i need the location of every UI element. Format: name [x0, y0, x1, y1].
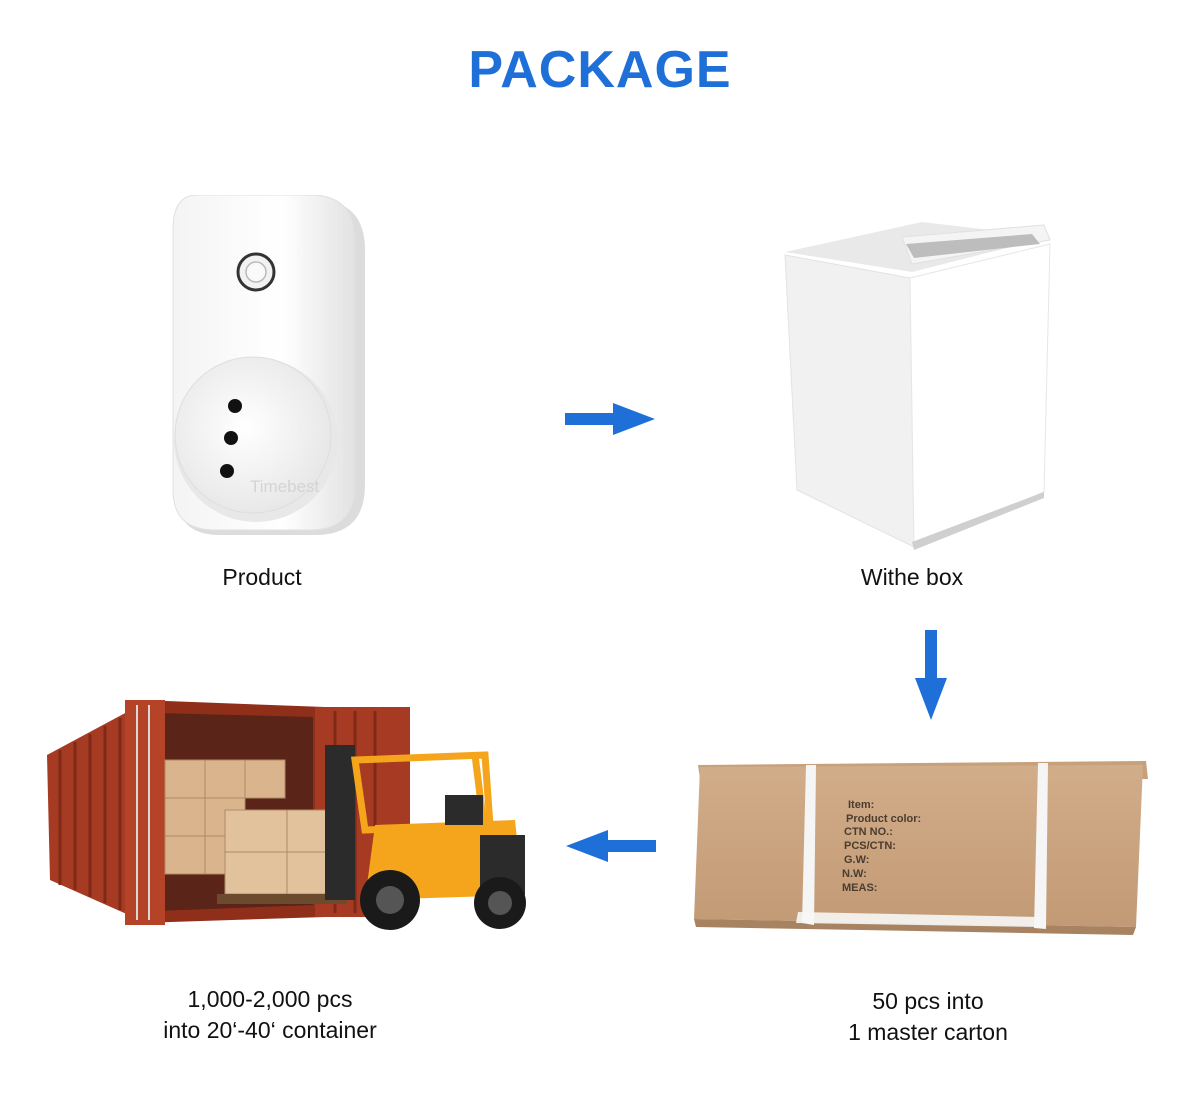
carton-label-item: Item:: [848, 799, 874, 811]
carton-label-nw: N.W:: [842, 868, 867, 880]
white-box-image: [784, 222, 1051, 550]
shipping-container-image: [47, 700, 526, 930]
product-caption: Product: [222, 564, 302, 590]
white-box-caption: Withe box: [860, 564, 964, 590]
container-caption: 1,000-2,000 pcs into 20‘-40‘ container: [163, 986, 377, 1043]
carton-label-gw: G.W:: [844, 854, 869, 866]
page-title: PACKAGE: [468, 41, 732, 99]
arrow-left-icon: [566, 830, 656, 862]
carton-label-meas: MEAS:: [842, 882, 877, 894]
arrow-right-icon: [565, 403, 655, 435]
carton-label-color: Product color:: [846, 813, 921, 825]
smart-plug-image: Timebest: [172, 195, 365, 535]
carton-label-ctn-no: CTN NO.:: [844, 826, 893, 838]
master-carton-image: Item: Product color: CTN NO.: PCS/CTN: G…: [694, 761, 1148, 935]
carton-label-pcs: PCS/CTN:: [844, 840, 896, 852]
master-carton-caption: 50 pcs into 1 master carton: [848, 988, 1008, 1045]
product-logo: Timebest: [250, 477, 320, 496]
arrow-down-icon: [915, 630, 947, 720]
